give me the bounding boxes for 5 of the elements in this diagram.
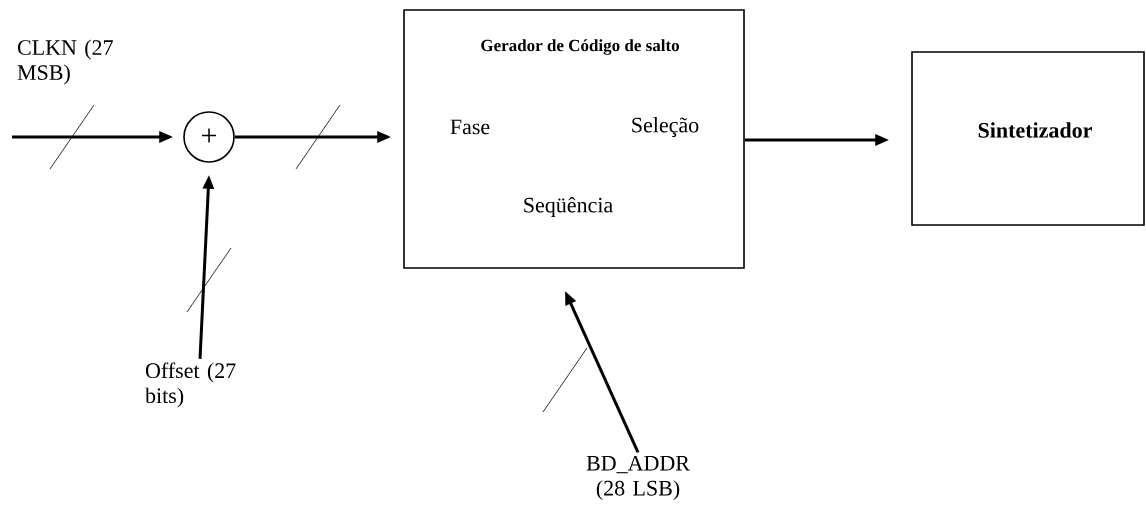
synthesizer-block: Sintetizador	[911, 51, 1145, 226]
input-label: Offset (27 bits)	[145, 362, 236, 408]
edge-label: CLKN (27 MSB)	[17, 39, 113, 85]
generator-block: Gerador de Código de salto Fase Seleção Seqüência	[403, 9, 745, 269]
input-label: BD_ADDR (28 LSB)	[586, 455, 690, 501]
